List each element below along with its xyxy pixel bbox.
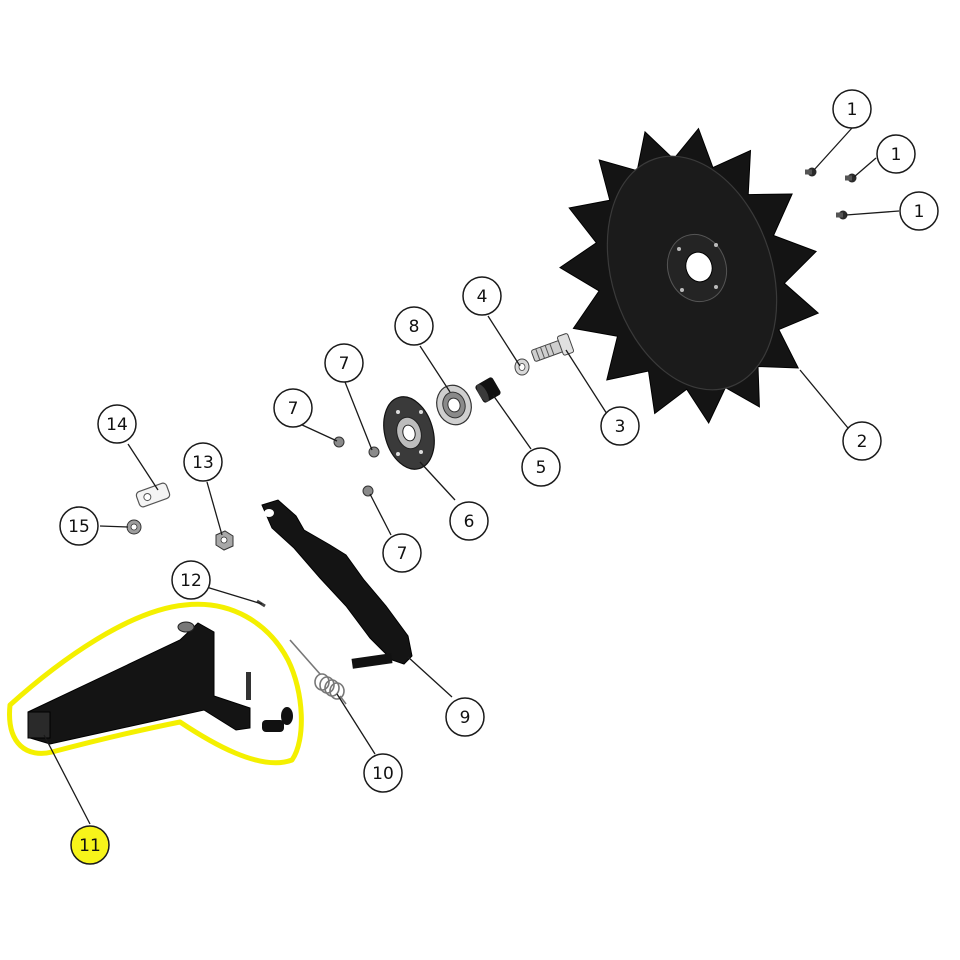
callout-label: 11 — [79, 836, 101, 856]
callout-11: 11 — [70, 825, 110, 865]
leader-lines — [43, 127, 900, 825]
callout-label: 4 — [477, 287, 488, 307]
callout-12: 12 — [171, 560, 211, 600]
tab-icon — [135, 482, 171, 508]
tine-wheel-icon — [559, 127, 820, 425]
callout-label: 14 — [106, 415, 128, 435]
callout-label: 1 — [847, 100, 858, 120]
callout-circle — [445, 697, 485, 737]
highlight-outline — [7, 601, 304, 766]
callout-label: 1 — [891, 145, 902, 165]
callout-9: 9 — [445, 697, 485, 737]
callout-circle — [171, 560, 211, 600]
callout-7: 7 — [382, 533, 422, 573]
callout-circle — [324, 343, 364, 383]
callout-circle — [842, 421, 882, 461]
callout-circle — [462, 276, 502, 316]
callout-label: 6 — [464, 512, 475, 532]
callout-circle — [521, 447, 561, 487]
callout-6: 6 — [449, 501, 489, 541]
callout-label: 5 — [536, 458, 547, 478]
callout-4: 4 — [462, 276, 502, 316]
callout-15: 15 — [59, 506, 99, 546]
callout-3: 3 — [600, 406, 640, 446]
callout-label: 2 — [857, 432, 868, 452]
callout-label: 8 — [409, 317, 420, 337]
lock-nut-icon — [215, 530, 234, 551]
callout-1: 1 — [876, 134, 916, 174]
callout-5: 5 — [521, 447, 561, 487]
callout-14: 14 — [97, 404, 137, 444]
arm-icon — [261, 499, 413, 669]
callout-2: 2 — [842, 421, 882, 461]
callout-label: 10 — [372, 764, 394, 784]
callout-circle — [183, 442, 223, 482]
spacer-icon — [475, 377, 501, 403]
callout-7: 7 — [273, 388, 313, 428]
callout-label: 7 — [339, 354, 350, 374]
callout-circle — [97, 404, 137, 444]
callout-label: 15 — [68, 517, 90, 537]
callout-label: 7 — [288, 399, 299, 419]
callout-label: 13 — [192, 453, 214, 473]
callout-label: 3 — [615, 417, 626, 437]
nut-icon — [333, 436, 345, 448]
bolt-icon — [531, 333, 575, 362]
screw-icon — [836, 210, 848, 220]
callout-13: 13 — [183, 442, 223, 482]
callout-circle — [273, 388, 313, 428]
callout-circle — [394, 306, 434, 346]
callout-circle — [832, 89, 872, 129]
bearing-icon — [436, 384, 472, 426]
callout-label: 1 — [914, 202, 925, 222]
screw-icon — [845, 173, 857, 183]
callout-circle — [600, 406, 640, 446]
callout-label: 7 — [397, 544, 408, 564]
callout-circle — [363, 753, 403, 793]
callout-10: 10 — [363, 753, 403, 793]
nut-icon — [362, 485, 374, 497]
callout-label: 9 — [460, 708, 471, 728]
callout-circle — [70, 825, 110, 865]
nut-icon — [368, 446, 380, 458]
callout-circle — [449, 501, 489, 541]
callout-label: 12 — [180, 571, 202, 591]
nut-icon — [126, 519, 142, 535]
callout-circle — [382, 533, 422, 573]
callout-8: 8 — [394, 306, 434, 346]
callout-circle — [899, 191, 939, 231]
callout-1: 1 — [899, 191, 939, 231]
callout-circle — [59, 506, 99, 546]
square-tube-arm-icon — [27, 621, 293, 745]
spring-icon — [289, 639, 347, 705]
callout-7: 7 — [324, 343, 364, 383]
callout-1: 1 — [832, 89, 872, 129]
callout-circle — [876, 134, 916, 174]
hub-flange-icon — [383, 396, 435, 470]
